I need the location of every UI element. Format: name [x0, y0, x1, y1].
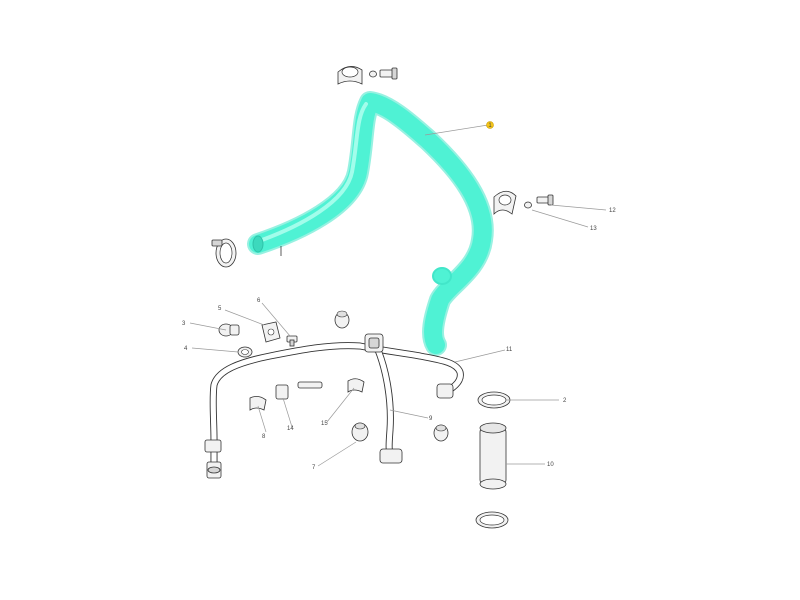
- callout-8-label: 8: [262, 434, 266, 440]
- bolt-part-6: [286, 335, 298, 347]
- callout-12-label: 12: [609, 208, 616, 214]
- callout-2-label: 2: [563, 398, 567, 404]
- callout-9-label: 9: [429, 416, 433, 422]
- clamp-bottom: [475, 511, 509, 529]
- callout-13-label: 13: [590, 226, 597, 232]
- sleeve-part-10: [479, 422, 507, 490]
- callout-4-label: 4: [184, 346, 188, 352]
- right-bolt: [536, 194, 554, 206]
- top-washer-bolt: [369, 67, 398, 80]
- callout-11-label: 11: [506, 347, 513, 353]
- leader-lines: [189, 124, 607, 467]
- right-washer: [524, 201, 532, 209]
- metal-pipe-assembly: [204, 333, 464, 479]
- bushing-part-14: [275, 381, 323, 400]
- callout-7-label: 7: [312, 465, 316, 471]
- callout-1-label: 1: [488, 123, 492, 129]
- callout-14-label: 14: [287, 426, 294, 432]
- plug-part-3: [218, 323, 240, 337]
- callout-10-label: 10: [547, 462, 554, 468]
- grommet-top: [334, 310, 350, 329]
- right-bracket: [493, 190, 517, 215]
- callout-15-label: 15: [321, 421, 328, 427]
- callout-5-label: 5: [218, 306, 222, 312]
- clip-part-8: [249, 396, 267, 411]
- top-bracket: [337, 66, 363, 85]
- clip-part-15: [347, 378, 365, 393]
- highlighted-hose-part-1[interactable]: [247, 91, 494, 356]
- callout-6-label: 6: [257, 298, 261, 304]
- washer-part-4: [237, 346, 253, 358]
- callout-1-marker[interactable]: 1: [486, 121, 494, 130]
- callout-3-label: 3: [182, 321, 186, 327]
- clamp-part-2: [477, 391, 511, 409]
- grommet-part-7: [351, 422, 369, 442]
- bracket-part-5: [261, 321, 281, 343]
- hose-clamp-left: [211, 238, 237, 268]
- grommet-right: [433, 424, 449, 442]
